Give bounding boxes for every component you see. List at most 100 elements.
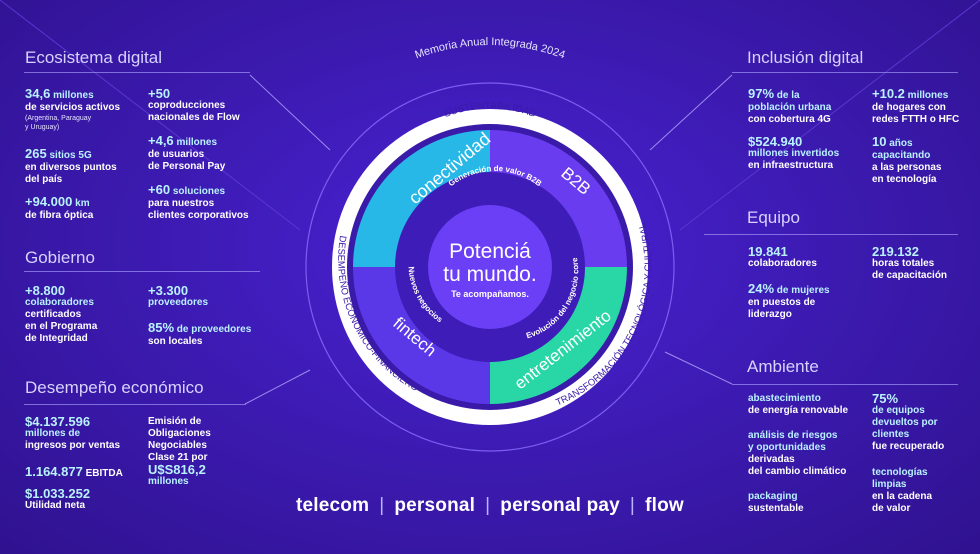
stat-text: certificados bbox=[25, 309, 82, 320]
stat-value: 265 bbox=[25, 146, 47, 161]
stat-value: 97% bbox=[748, 86, 775, 101]
stat-value: U$S816,2 bbox=[148, 462, 206, 477]
brand-flow: flow bbox=[645, 495, 684, 516]
divider bbox=[24, 404, 246, 405]
divider bbox=[24, 72, 250, 73]
section-title-economico: Desempeño económico bbox=[25, 378, 204, 397]
stat-text: millones bbox=[148, 476, 189, 487]
stat-value: +50 bbox=[148, 86, 171, 101]
center-line2: tu mundo. bbox=[443, 263, 536, 286]
section-title-equipo: Equipo bbox=[747, 208, 800, 227]
stat-text: redes FTTH o HFC bbox=[872, 114, 960, 125]
stat-personal-pay: +4,6 millones de usuarios de Personal Pa… bbox=[148, 133, 268, 173]
stat-value: +3.300 bbox=[148, 283, 189, 298]
stat-text: de Integridad bbox=[25, 333, 88, 344]
stat-text: de energía renovable bbox=[748, 405, 849, 416]
stat-text: Emisión de bbox=[148, 416, 202, 427]
stat-value: 24% bbox=[748, 281, 775, 296]
stat-text: limpias bbox=[872, 479, 907, 490]
stat-text: en infraestructura bbox=[748, 160, 834, 171]
stat-value: 85% bbox=[148, 320, 175, 335]
stat-proveedores: +3.300 proveedores bbox=[148, 283, 268, 309]
stat-colaboradores-certificados: +8.800 colaboradores certificados en el … bbox=[25, 283, 140, 345]
stat-value: 75% bbox=[872, 391, 899, 406]
section-title-gobierno: Gobierno bbox=[25, 248, 95, 267]
stat-text: del país bbox=[25, 174, 63, 185]
stat-utilidad: $1.033.252 Utilidad neta bbox=[25, 486, 145, 512]
stat-value: $524.940 bbox=[748, 134, 803, 149]
brand-personal-pay: personal pay bbox=[500, 495, 620, 516]
stat-unit: de mujeres bbox=[774, 285, 830, 296]
stat-equipos-recuperados: 75% de equipos devueltos por clientes fu… bbox=[872, 391, 977, 453]
stat-text: de fibra óptica bbox=[25, 210, 94, 221]
section-title-ambiente: Ambiente bbox=[747, 357, 819, 376]
stat-text: derivadas bbox=[748, 454, 795, 465]
stat-colaboradores: 19.841 colaboradores bbox=[748, 244, 863, 270]
stat-text: millones de bbox=[25, 428, 81, 439]
stat-text: tecnologías bbox=[872, 467, 928, 478]
section-title-ecosistema: Ecosistema digital bbox=[25, 48, 163, 67]
stat-text: abastecimiento bbox=[748, 393, 821, 404]
stat-text: y oportunidades bbox=[748, 442, 826, 453]
stat-note: (Argentina, Paraguay bbox=[25, 115, 92, 122]
stat-text: colaboradores bbox=[748, 258, 817, 269]
stat-value: +60 bbox=[148, 182, 171, 197]
stat-text: de hogares con bbox=[872, 102, 946, 113]
stat-capacitacion-anos: 10 años capacitando a las personas en te… bbox=[872, 135, 977, 186]
stat-unit: millones bbox=[173, 137, 218, 148]
center-tagline: Te acompañamos. bbox=[451, 289, 529, 299]
stat-energia-renovable: abastecimiento de energía renovable bbox=[748, 393, 866, 417]
stat-value: $4.137.596 bbox=[25, 414, 91, 429]
stat-text: clientes corporativos bbox=[148, 210, 249, 221]
stat-value: +4,6 bbox=[148, 133, 174, 148]
stat-text: horas totales bbox=[872, 258, 935, 269]
brand-separator: | bbox=[629, 495, 636, 516]
stat-proveedores-locales: 85% de proveedores son locales bbox=[148, 320, 273, 348]
stat-unit: sitios 5G bbox=[46, 150, 92, 161]
stat-text: de Personal Pay bbox=[148, 161, 226, 172]
brand-bar: telecom|personal|personal pay|flow bbox=[296, 495, 684, 517]
stat-unit: millones bbox=[904, 90, 949, 101]
stat-value: +10.2 bbox=[872, 86, 905, 101]
stat-value: $1.033.252 bbox=[25, 486, 91, 501]
divider bbox=[732, 72, 958, 73]
stat-text: proveedores bbox=[148, 297, 209, 308]
stat-fibra: +94.000 km de fibra óptica bbox=[25, 195, 145, 222]
stat-ebitda: 1.164.877 EBITDA bbox=[25, 465, 145, 480]
stat-text: Obligaciones bbox=[148, 428, 211, 439]
stat-text: millones invertidos bbox=[748, 148, 840, 159]
stat-unit: EBITDA bbox=[82, 468, 123, 479]
stat-text: a las personas bbox=[872, 162, 942, 173]
stat-text: de equipos bbox=[872, 405, 925, 416]
stat-soluciones: +60 soluciones para nuestros clientes co… bbox=[148, 182, 268, 222]
stat-text: en puestos de bbox=[748, 297, 816, 308]
stat-text: clientes bbox=[872, 429, 910, 440]
core-circle bbox=[428, 205, 552, 329]
stat-value: 19.841 bbox=[748, 244, 788, 259]
stat-value: 34,6 bbox=[25, 86, 51, 101]
stat-text: población urbana bbox=[748, 102, 832, 113]
divider bbox=[24, 271, 260, 272]
stat-text: de servicios activos bbox=[25, 102, 121, 113]
stat-mujeres-liderazgo: 24% de mujeres en puestos de liderazgo bbox=[748, 281, 863, 321]
stat-unit: millones bbox=[50, 90, 94, 101]
stat-text: packaging bbox=[748, 491, 798, 502]
stat-text: de capacitación bbox=[872, 270, 948, 281]
brand-separator: | bbox=[485, 495, 491, 516]
stat-text: para nuestros bbox=[148, 198, 215, 209]
stat-value: 219.132 bbox=[872, 244, 919, 259]
stat-text: de usuarios bbox=[148, 149, 205, 160]
stat-text: Negociables bbox=[148, 440, 207, 451]
brand-separator: | bbox=[379, 495, 385, 516]
stat-text: con cobertura 4G bbox=[748, 114, 831, 125]
stat-value: +8.800 bbox=[25, 283, 66, 298]
divider bbox=[704, 234, 958, 235]
stat-text: del cambio climático bbox=[748, 466, 847, 477]
report-title: Memoria Anual Integrada 2024 bbox=[413, 36, 566, 61]
stat-text: sustentable bbox=[748, 503, 804, 514]
stat-obligaciones: Emisión de Obligaciones Negociables Clas… bbox=[148, 416, 258, 488]
stat-note: y Uruguay) bbox=[25, 124, 60, 131]
